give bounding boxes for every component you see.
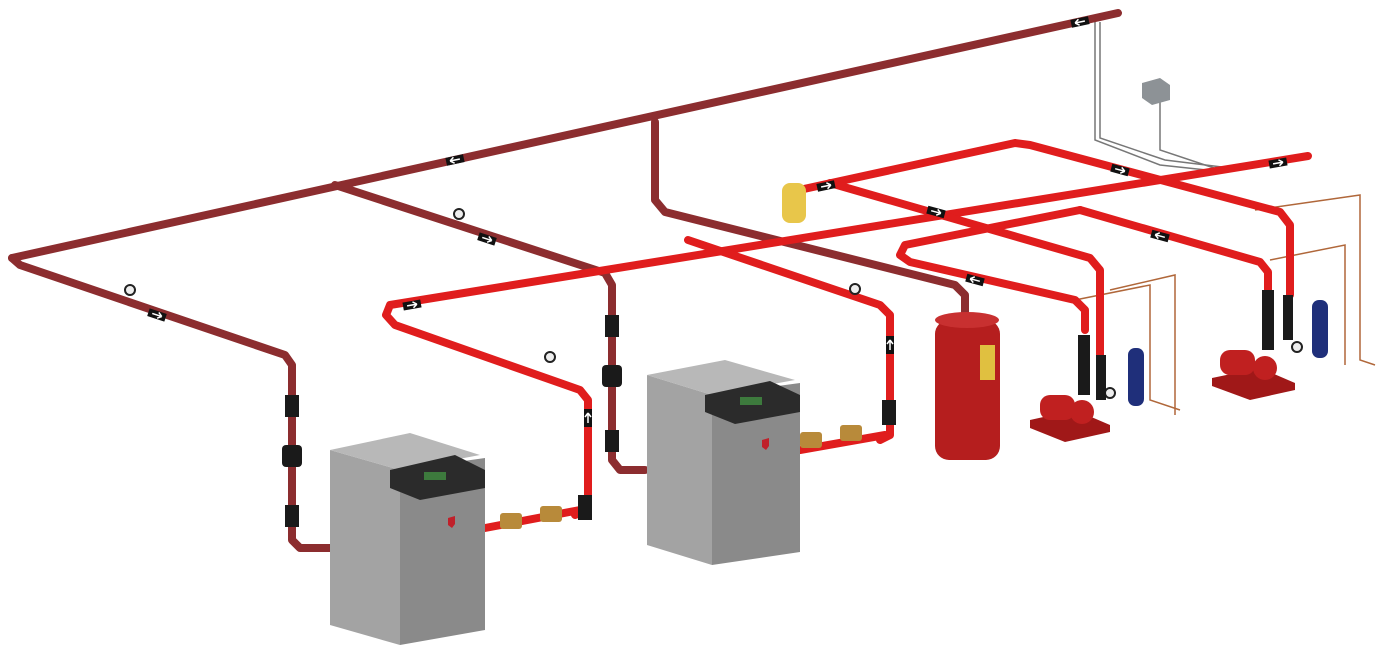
bladder-tank-2 [1312, 300, 1328, 358]
gauge-icon [1291, 341, 1303, 353]
flow-arrow-icon [926, 205, 946, 219]
valves [282, 290, 1293, 527]
valve-icon [1078, 335, 1090, 395]
valve-icon [1096, 355, 1106, 400]
control-box [1142, 78, 1170, 105]
gauge-icon [849, 283, 861, 295]
flow-arrow-icon [1070, 16, 1090, 28]
brand-logo-icon [448, 516, 455, 528]
boiler-display [424, 472, 446, 480]
brand-logo-icon [762, 438, 769, 450]
flow-arrow-icon [965, 273, 985, 287]
gauge-icon [453, 208, 465, 220]
flow-arrow-icon [445, 154, 465, 166]
brass-fittings [500, 425, 862, 529]
flow-arrow-icon [584, 409, 592, 427]
supply-piping [382, 139, 1312, 532]
valve-icon [1262, 290, 1274, 350]
gauge-icon [1104, 387, 1116, 399]
valve-icon [605, 315, 619, 337]
valve-icon [1283, 295, 1293, 340]
valve-icon [285, 395, 299, 417]
expansion-tank [935, 312, 1000, 460]
boiler-display [740, 397, 762, 405]
boiler-2 [647, 360, 800, 565]
boiler-1 [330, 433, 485, 645]
control-wiring [1094, 22, 1231, 173]
base-mounted-pump-2 [1212, 350, 1295, 400]
flow-arrow-icon [886, 336, 894, 354]
pressure-gauges [124, 208, 1303, 399]
valve-icon [605, 430, 619, 452]
flow-arrow-icon [402, 299, 422, 311]
base-mounted-pump-1 [1030, 395, 1110, 442]
circulator-pump-icon [602, 365, 622, 387]
valve-icon [882, 400, 896, 425]
air-separator [782, 183, 806, 223]
circulator-pump-icon [282, 445, 302, 467]
copper-sensing-lines [1074, 194, 1376, 415]
flow-arrow-icon [147, 308, 167, 322]
flow-arrow-icon [1150, 229, 1170, 243]
flow-arrow-icon [477, 232, 497, 246]
bladder-tank-1 [1128, 348, 1144, 406]
flow-arrow-icon [816, 180, 836, 192]
flow-arrows [147, 16, 1288, 427]
valve-icon [285, 505, 299, 527]
gauge-icon [544, 351, 556, 363]
flow-arrow-icon [1110, 163, 1130, 177]
flow-arrow-icon [1268, 157, 1288, 169]
valve-icon [578, 495, 592, 520]
gauge-icon [124, 284, 136, 296]
return-piping [8, 9, 1122, 552]
